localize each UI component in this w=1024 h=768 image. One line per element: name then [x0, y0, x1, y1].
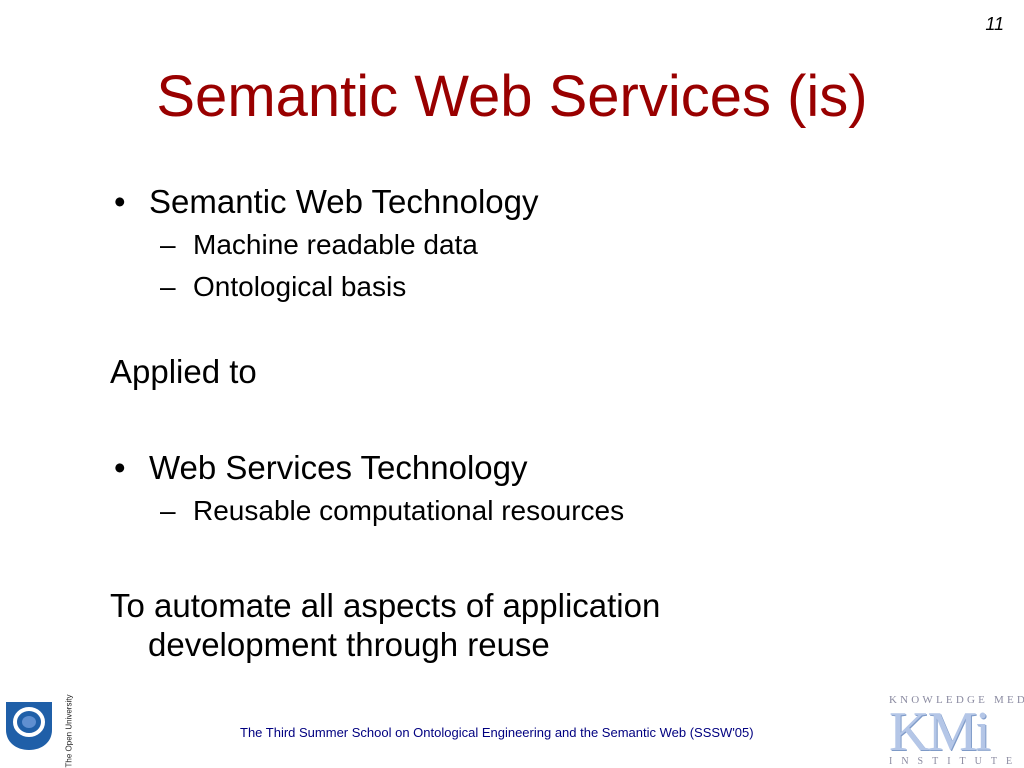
- bullet-marker: •: [114, 183, 126, 220]
- bullet-web-services-technology: Web Services Technology: [149, 449, 528, 486]
- conclusion-text: To automate all aspects of application d…: [110, 587, 661, 663]
- sub-bullet-marker: –: [160, 271, 176, 302]
- sub-bullet-machine-readable-data: Machine readable data: [193, 229, 478, 260]
- kmi-logo: KMi: [889, 701, 991, 763]
- kmi-top-label: KNOWLEDGE MEDIA: [889, 694, 1024, 706]
- sub-bullet-ontological-basis: Ontological basis: [193, 271, 407, 302]
- kmi-bottom-label: INSTITUTE: [889, 756, 1022, 767]
- slide-number: 11: [985, 14, 1004, 34]
- footer-text: The Third Summer School on Ontological E…: [240, 725, 754, 740]
- sub-bullet-marker: –: [160, 495, 176, 526]
- slide-title: Semantic Web Services (is): [156, 64, 868, 129]
- bullet-semantic-web-technology: Semantic Web Technology: [149, 183, 539, 220]
- applied-to-text: Applied to: [110, 353, 257, 390]
- sub-bullet-marker: –: [160, 229, 176, 260]
- open-university-label: The Open University: [64, 694, 74, 768]
- open-university-shield-icon: [6, 702, 52, 750]
- sub-bullet-reusable-resources: Reusable computational resources: [193, 495, 625, 526]
- bullet-marker: •: [114, 449, 126, 486]
